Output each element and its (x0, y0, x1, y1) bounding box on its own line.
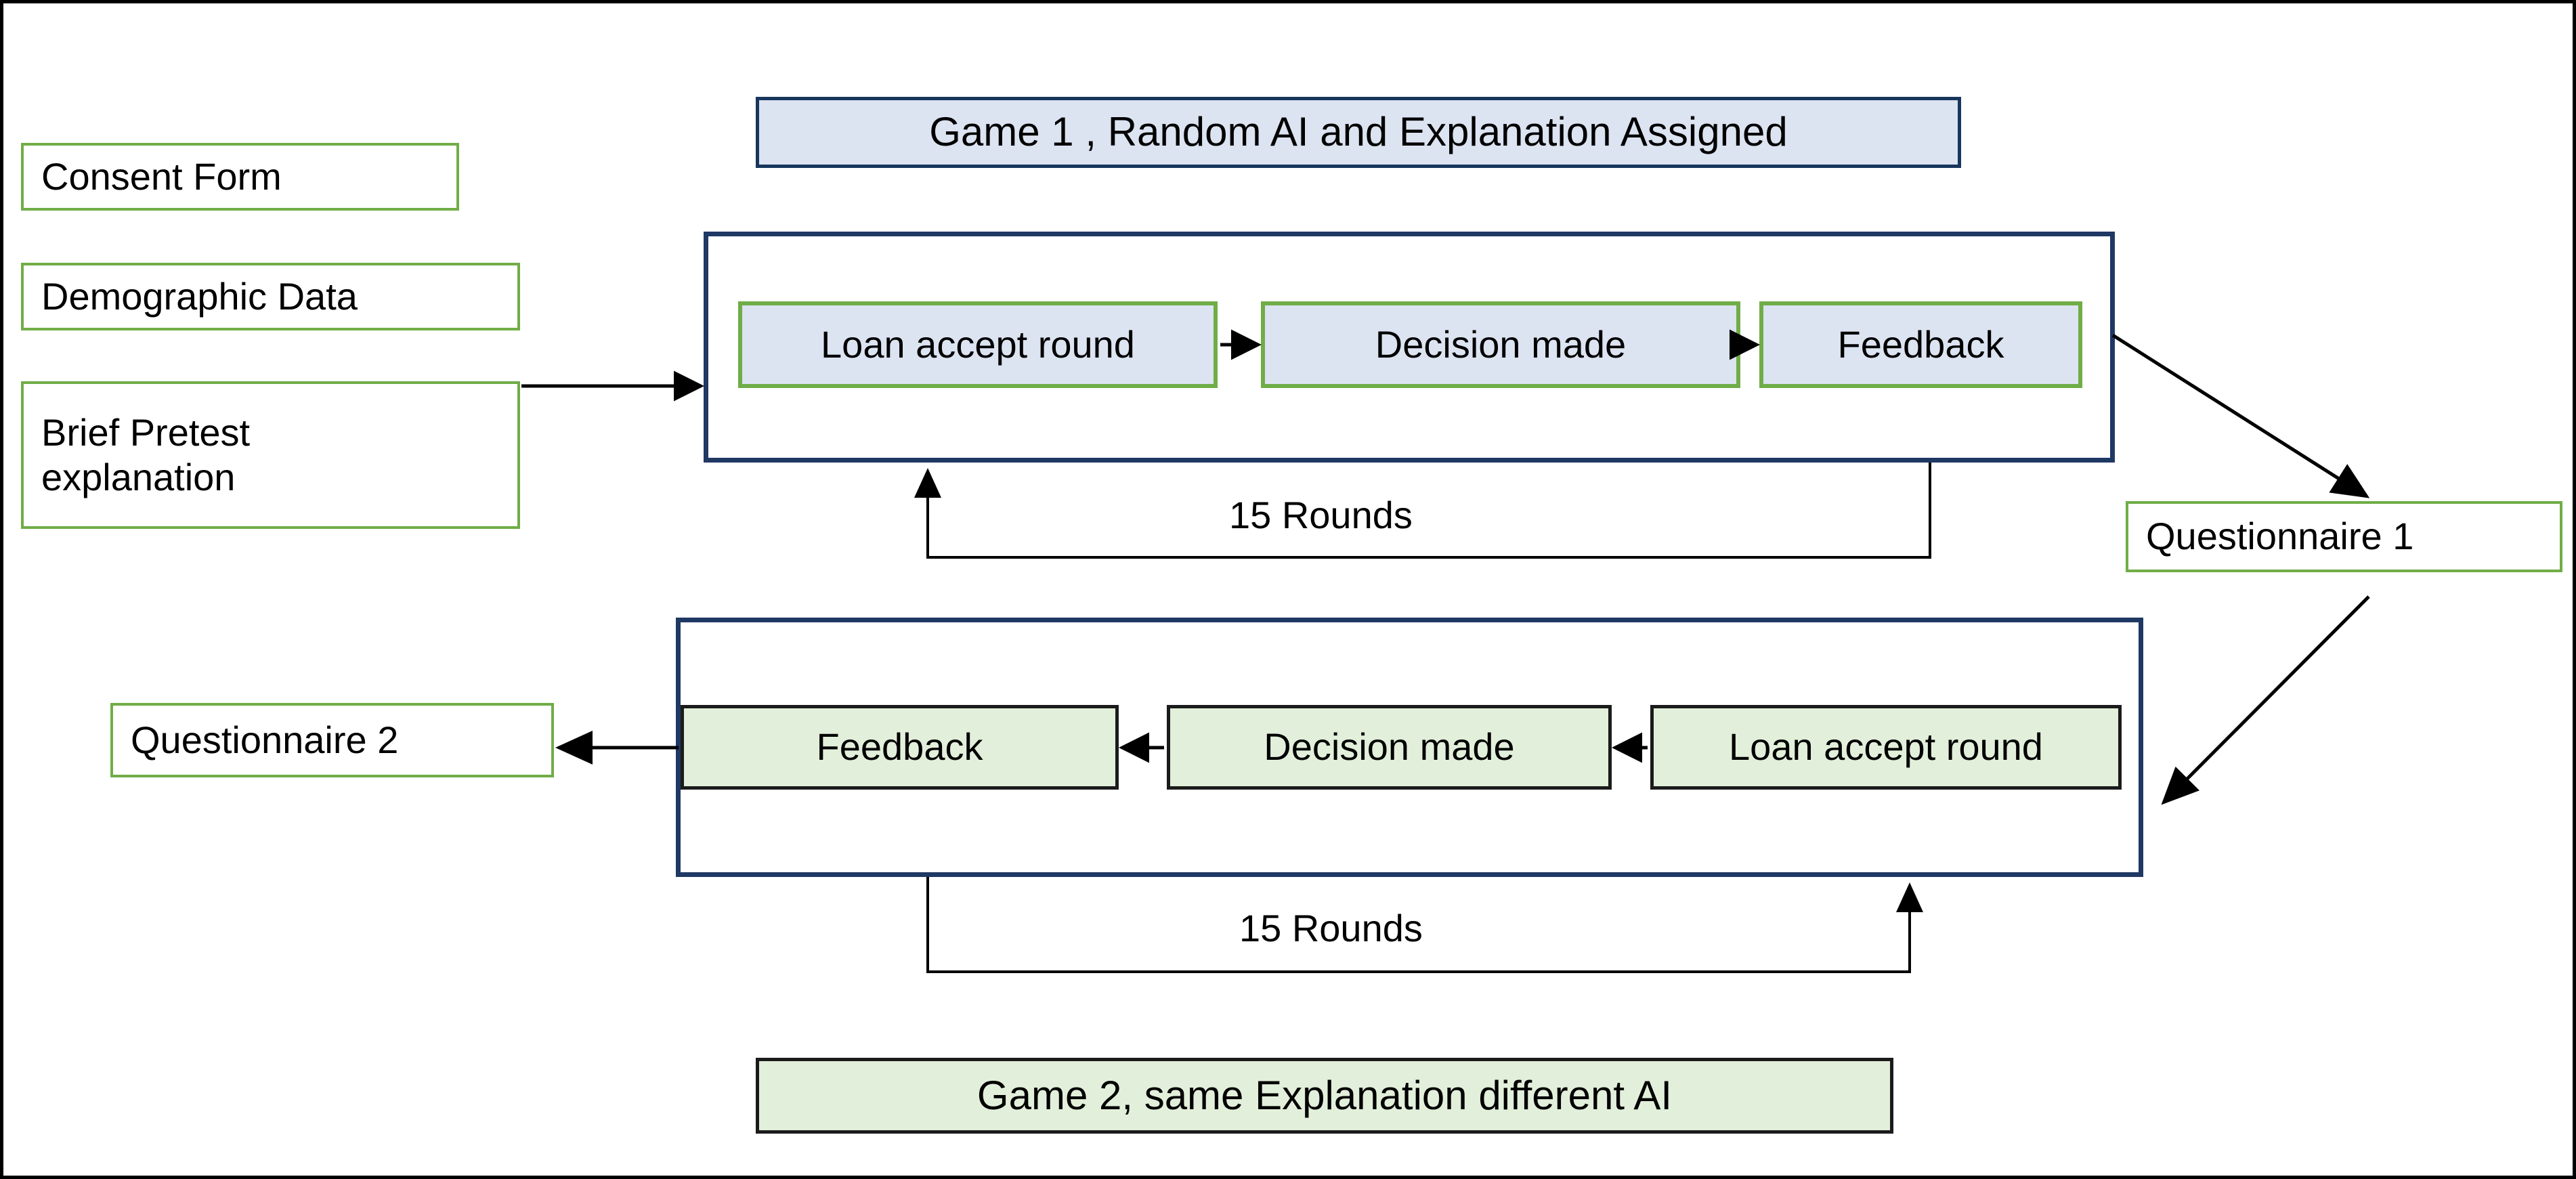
questionnaire-1-box: Questionnaire 1 (2126, 501, 2562, 572)
game1-step-0-label: Loan accept round (821, 322, 1135, 366)
consent-form-label: Consent Form (41, 154, 282, 198)
arrow-questionnaire1-to-game2 (2161, 595, 2370, 805)
questionnaire-2-box: Questionnaire 2 (110, 703, 554, 777)
game1-step-decision-made: Decision made (1261, 301, 1740, 388)
game2-step-0-label: Feedback (816, 725, 983, 769)
questionnaire-1-label: Questionnaire 1 (2146, 515, 2414, 558)
game1-banner: Game 1 , Random AI and Explanation Assig… (756, 97, 1961, 168)
game2-step-loan-accept-round: Loan accept round (1650, 705, 2122, 790)
questionnaire-2-label: Questionnaire 2 (131, 718, 399, 761)
game1-step-loan-accept-round: Loan accept round (738, 301, 1218, 388)
game1-banner-label: Game 1 , Random AI and Explanation Assig… (929, 109, 1788, 155)
demographic-data-box: Demographic Data (21, 263, 520, 330)
game1-loop-label: 15 Rounds (1229, 494, 1413, 536)
game2-banner-label: Game 2, same Explanation different AI (976, 1072, 1673, 1118)
consent-form-box: Consent Form (21, 143, 459, 211)
game1-step-2-label: Feedback (1837, 322, 2004, 366)
game1-step-1-label: Decision made (1375, 322, 1627, 366)
arrow-game1-to-questionnaire1 (2111, 333, 2370, 498)
game2-step-feedback: Feedback (681, 705, 1119, 790)
loop-path-game1 (914, 463, 1931, 559)
brief-pretest-box: Brief Pretest explanation (21, 381, 520, 529)
game2-step-2-label: Loan accept round (1729, 725, 2043, 769)
demographic-data-label: Demographic Data (41, 274, 358, 318)
brief-pretest-label: Brief Pretest explanation (41, 410, 251, 498)
game2-step-1-label: Decision made (1264, 725, 1515, 769)
game2-step-decision-made: Decision made (1167, 705, 1612, 790)
game2-banner: Game 2, same Explanation different AI (756, 1058, 1893, 1134)
game1-step-feedback: Feedback (1759, 301, 2082, 388)
game2-loop-label: 15 Rounds (1239, 907, 1423, 949)
